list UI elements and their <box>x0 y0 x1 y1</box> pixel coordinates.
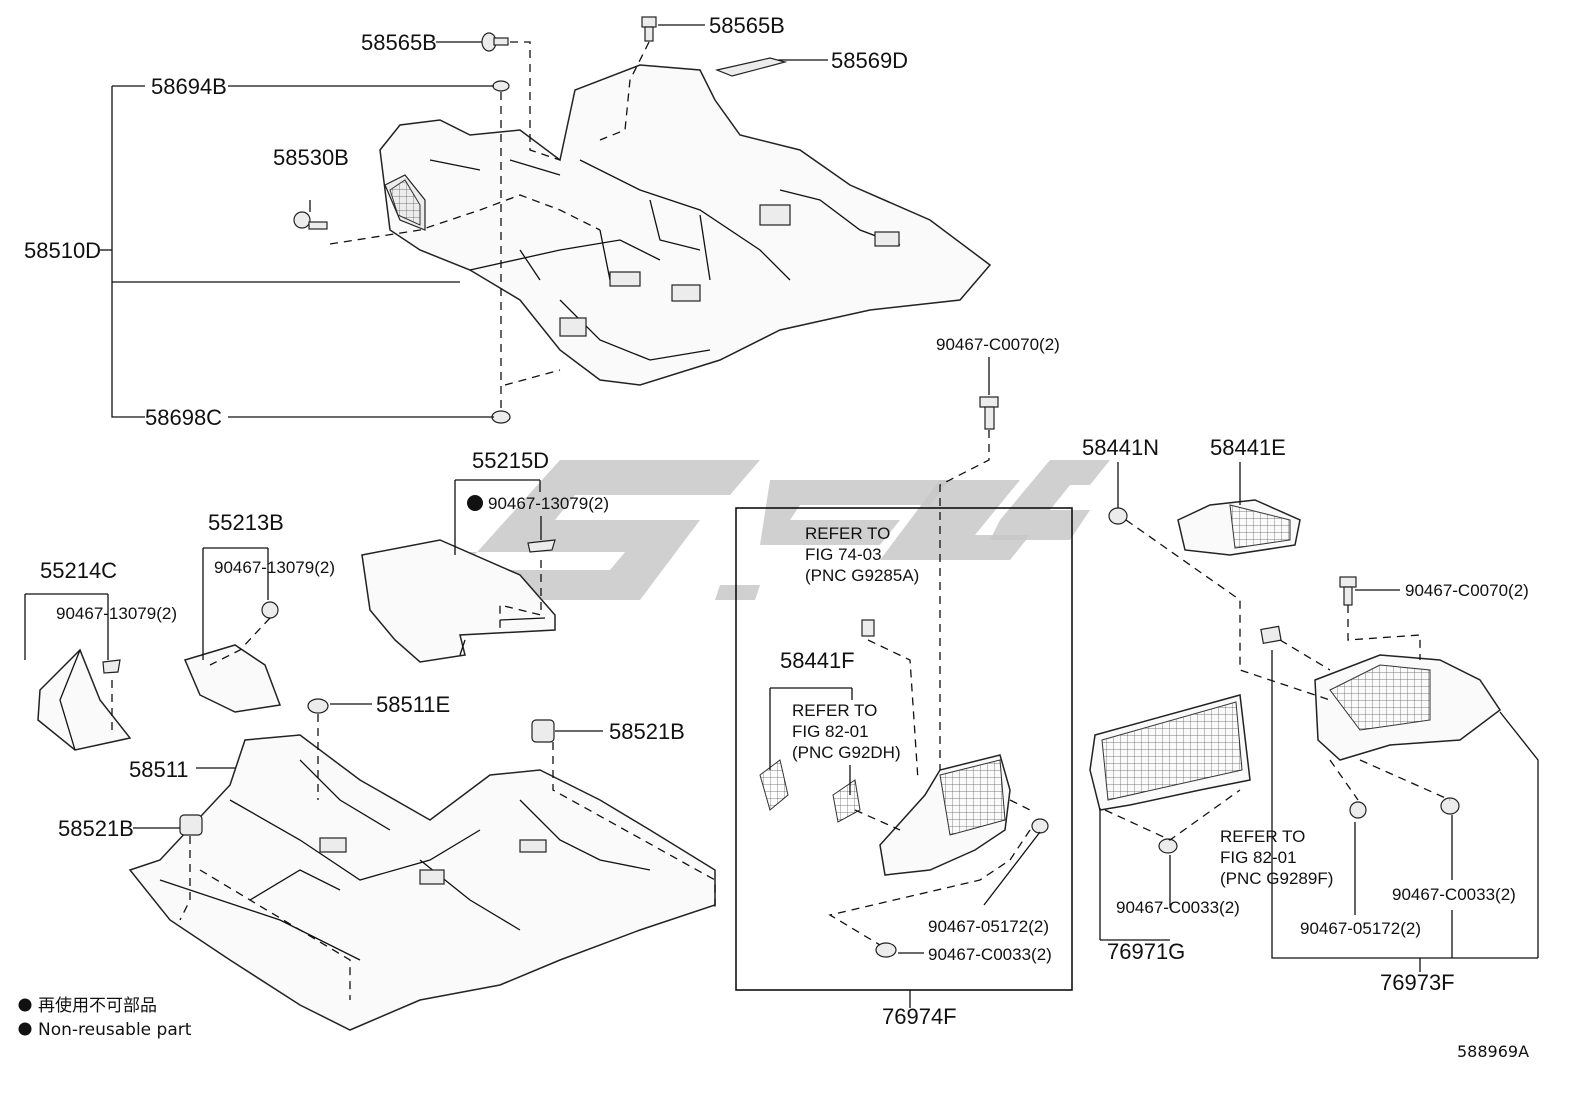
label-58569D: 58569D <box>831 48 908 73</box>
group-box-76974F <box>735 507 1073 991</box>
label-90467-13079-a: 90467-13079(2) <box>488 494 609 513</box>
label-55215D: 55215D <box>472 448 549 473</box>
label-55214C: 55214C <box>40 558 117 583</box>
label-58441N: 58441N <box>1082 435 1159 460</box>
filled-circle-icon <box>18 998 32 1012</box>
label-58441E: 58441E <box>1210 435 1286 460</box>
legend: 再使用不可部品 Non-reusable part <box>18 995 192 1040</box>
ref1-line2: FIG 74-03 <box>805 545 882 564</box>
mat-55215D-drawing <box>361 539 556 663</box>
label-90467-C0033-c: 90467-C0033(2) <box>1392 885 1516 904</box>
clip-90467-C0070-right-icon <box>1339 576 1357 606</box>
label-58511: 58511 <box>129 757 189 782</box>
ref2-line1: REFER TO <box>792 701 877 720</box>
panel-58441F-drawing <box>759 759 789 811</box>
label-58521B-left: 58521B <box>58 816 134 841</box>
label-76973F: 76973F <box>1380 970 1455 995</box>
panel-76971G-drawing <box>1089 694 1251 811</box>
label-58694B: 58694B <box>151 74 227 99</box>
trim-G92DH-drawing <box>832 779 861 823</box>
legend-line-japanese: 再使用不可部品 <box>38 995 157 1016</box>
brand-watermark-icon <box>450 460 1110 600</box>
duct-58441E-drawing <box>1177 499 1301 556</box>
panel-76974F-drawing <box>879 754 1011 876</box>
clip-58521B-right-icon <box>531 719 555 743</box>
clip-55213B-icon <box>261 601 279 619</box>
ref2-line2: FIG 82-01 <box>792 722 869 741</box>
filled-circle-icon <box>467 495 483 511</box>
ref2-line3: (PNC G92DH) <box>792 743 901 762</box>
label-58530B: 58530B <box>273 145 349 170</box>
ref3-line2: FIG 82-01 <box>1220 848 1297 867</box>
label-76971G: 76971G <box>1107 939 1185 964</box>
clip-90467-13079-icon <box>527 539 556 553</box>
legend-line-english: Non-reusable part <box>38 1020 192 1040</box>
tab-G9289F-drawing <box>1260 625 1282 644</box>
label-58521B-right: 58521B <box>609 719 685 744</box>
label-58565B-top: 58565B <box>709 13 785 38</box>
label-90467-C0033-b: 90467-C0033(2) <box>1116 898 1240 917</box>
ref3-line1: REFER TO <box>1220 827 1305 846</box>
clip-58565B-icon <box>481 32 509 52</box>
grommet-58698C-icon <box>491 410 511 424</box>
clip-90467-C0033-left-icon <box>875 942 897 958</box>
panel-76973F-drawing <box>1314 654 1502 761</box>
screw-58565B-icon <box>641 16 657 42</box>
ref1-line3: (PNC G9285A) <box>805 566 919 585</box>
label-55213B: 55213B <box>208 510 284 535</box>
part-labels: 58565B 58565B 58569D 58694B 58530B 58510… <box>24 13 1529 1029</box>
diagram-id: 588969A <box>1457 1042 1529 1061</box>
label-58510D: 58510D <box>24 238 101 263</box>
panel-55214C-drawing <box>37 648 132 751</box>
label-76974F: 76974F <box>882 1004 957 1029</box>
label-90467-13079-c: 90467-13079(2) <box>56 604 177 623</box>
ref1-line1: REFER TO <box>805 524 890 543</box>
floor-carpet-front-drawing <box>379 64 992 386</box>
ref3-line3: (PNC G9289F) <box>1220 869 1333 888</box>
strip-58569D-drawing <box>714 57 788 77</box>
label-90467-05172-b: 90467-05172(2) <box>1300 919 1421 938</box>
clip-90467-05172-left-icon <box>1031 818 1049 834</box>
grommet-58694B-icon <box>492 80 510 92</box>
bolt-58530B-icon <box>293 211 328 230</box>
mat-55213B-drawing <box>183 644 282 713</box>
tab-G9285A-drawing <box>861 619 875 637</box>
label-90467-13079-b: 90467-13079(2) <box>214 558 335 577</box>
filled-circle-icon <box>18 1022 32 1036</box>
label-90467-C0033-a: 90467-C0033(2) <box>928 945 1052 964</box>
clip-58521B-left-icon <box>179 814 203 836</box>
label-90467-05172-a: 90467-05172(2) <box>928 917 1049 936</box>
leader-lines <box>24 24 1539 1008</box>
label-58698C: 58698C <box>145 405 222 430</box>
clip-76971G-icon <box>1158 838 1178 854</box>
clip-58511E-icon <box>307 698 329 714</box>
clip-90467-C0070-top-icon <box>979 396 999 430</box>
clip-90467-05172-right-icon <box>1349 801 1367 819</box>
label-90467-C0070-a: 90467-C0070(2) <box>936 335 1060 354</box>
label-90467-C0070-b: 90467-C0070(2) <box>1405 581 1529 600</box>
label-58565B-left: 58565B <box>361 30 437 55</box>
clip-90467-C0033-right-icon <box>1440 797 1460 815</box>
dashed-assembly-lines <box>111 41 1451 1000</box>
clip-55214C-icon <box>102 659 121 674</box>
label-58511E: 58511E <box>376 692 450 717</box>
clip-58441N-icon <box>1108 507 1128 525</box>
label-58441F: 58441F <box>780 648 855 673</box>
floor-carpet-58511-drawing <box>128 734 716 1031</box>
